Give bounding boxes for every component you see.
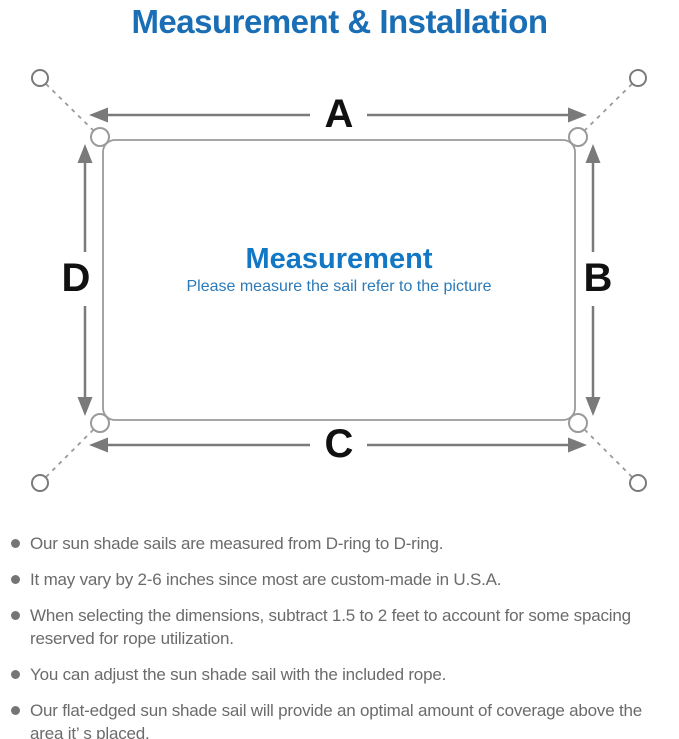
arrow-d-head-top bbox=[77, 144, 93, 163]
bullet-dot-icon bbox=[11, 611, 20, 620]
bullet-dot-icon bbox=[11, 670, 20, 679]
guy-rope-lines bbox=[45, 83, 633, 478]
arrow-a-head-right bbox=[568, 107, 587, 123]
bullet-dot-icon bbox=[11, 539, 20, 548]
note-text: When selecting the dimensions, subtract … bbox=[30, 606, 631, 648]
note-text: Our sun shade sails are measured from D-… bbox=[30, 534, 444, 553]
list-item: Our flat-edged sun shade sail will provi… bbox=[11, 699, 668, 739]
bullet-dot-icon bbox=[11, 575, 20, 584]
notes-section: Our sun shade sails are measured from D-… bbox=[11, 532, 668, 739]
diagram-subtitle: Please measure the sail refer to the pic… bbox=[186, 278, 492, 295]
diagram-heading: Measurement bbox=[245, 243, 433, 275]
dimension-arrow-c bbox=[89, 437, 587, 453]
guy-rope-top-right bbox=[581, 83, 633, 134]
list-item: You can adjust the sun shade sail with t… bbox=[11, 663, 668, 686]
arrow-c-head-left bbox=[89, 437, 108, 453]
dimension-arrow-d bbox=[77, 144, 93, 416]
sail-outline bbox=[102, 139, 576, 421]
list-item: When selecting the dimensions, subtract … bbox=[11, 604, 668, 650]
note-text: Our flat-edged sun shade sail will provi… bbox=[30, 701, 643, 739]
guy-rope-bottom-right bbox=[581, 426, 633, 478]
anchor-point-top-left bbox=[31, 69, 49, 87]
dim-label-b: B bbox=[583, 256, 613, 300]
arrow-b-head-bottom bbox=[585, 397, 601, 416]
dim-label-d: D bbox=[61, 256, 91, 300]
guy-rope-bottom-left bbox=[45, 426, 97, 478]
anchor-point-bottom-right bbox=[629, 474, 647, 492]
note-text: You can adjust the sun shade sail with t… bbox=[30, 665, 447, 684]
d-ring-bottom-right bbox=[568, 413, 588, 433]
list-item: Our sun shade sails are measured from D-… bbox=[11, 532, 668, 555]
anchor-point-top-right bbox=[629, 69, 647, 87]
dimension-arrow-a bbox=[89, 107, 587, 123]
guy-rope-top-left bbox=[45, 83, 97, 134]
d-ring-bottom-left bbox=[90, 413, 110, 433]
arrow-d-head-bottom bbox=[77, 397, 93, 416]
arrow-a-head-left bbox=[89, 107, 108, 123]
bullet-dot-icon bbox=[11, 706, 20, 715]
dim-label-a: A bbox=[324, 92, 354, 136]
anchor-point-bottom-left bbox=[31, 474, 49, 492]
d-ring-top-left bbox=[90, 127, 110, 147]
dim-label-c: C bbox=[324, 422, 354, 466]
list-item: It may vary by 2-6 inches since most are… bbox=[11, 568, 668, 591]
note-text: It may vary by 2-6 inches since most are… bbox=[30, 570, 502, 589]
dimension-arrow-b bbox=[585, 144, 601, 416]
d-ring-top-right bbox=[568, 127, 588, 147]
page-title: Measurement & Installation bbox=[131, 3, 548, 40]
arrow-c-head-right bbox=[568, 437, 587, 453]
arrow-b-head-top bbox=[585, 144, 601, 163]
